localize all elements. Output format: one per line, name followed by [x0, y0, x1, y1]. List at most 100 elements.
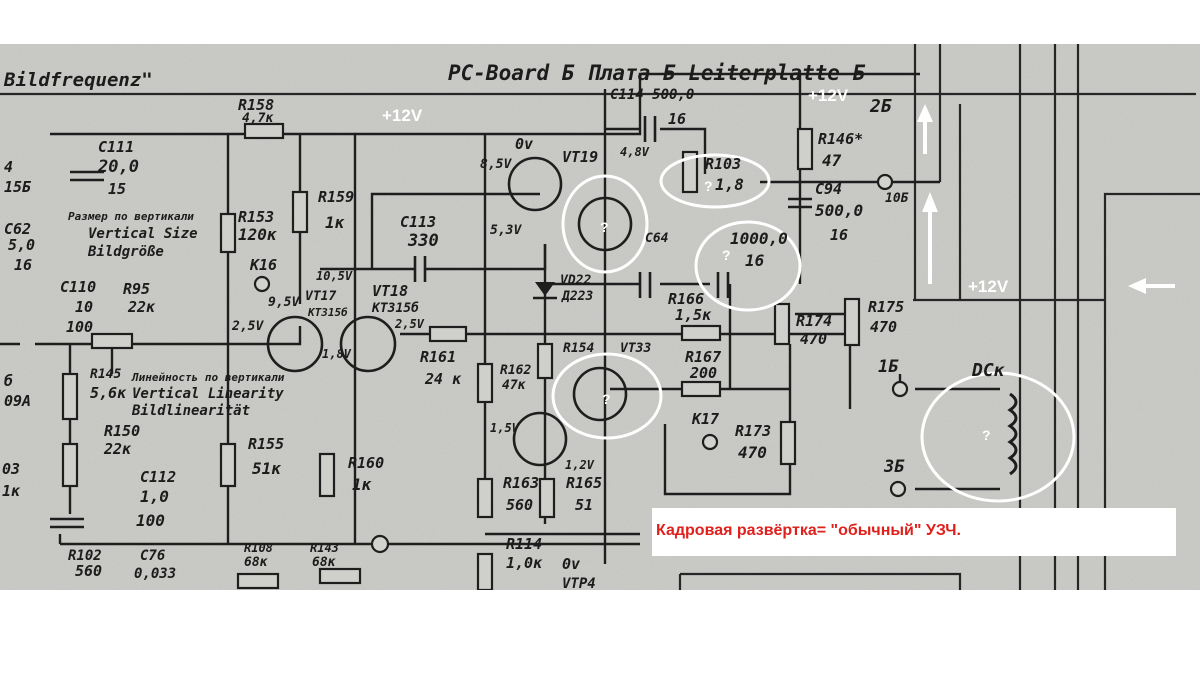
label-r165-value: 51: [575, 496, 593, 514]
label-r159-value: 1к: [325, 213, 346, 232]
resistors: [61, 122, 861, 590]
label-left-03: 03: [2, 460, 20, 478]
supply-label-3: +12V: [968, 277, 1009, 296]
label-kt-a: КТ315б: [307, 306, 348, 319]
label-r154: R154: [563, 341, 594, 356]
label-d223: Д223: [561, 289, 593, 304]
label-c76: C76: [140, 548, 165, 564]
label-size-de: Bildgröße: [87, 244, 164, 260]
header-right: PC-Board Б Плата Б Leiterplatte Б: [448, 61, 866, 85]
header-left: Bildfrequenz": [3, 69, 153, 91]
question-mark-4: ?: [602, 391, 611, 407]
label-k16: К16: [249, 256, 277, 274]
label-r103: R103: [705, 155, 741, 173]
label-r161: R161: [420, 348, 456, 366]
label-r146-value: 47: [822, 151, 842, 170]
label-r174: R174: [796, 312, 832, 330]
label-pin-1b: 1Б: [878, 357, 899, 377]
label-c112: C112: [140, 468, 176, 486]
label-r166: R166: [668, 290, 704, 308]
label-r114: R114: [506, 535, 542, 553]
label-r146: R146*: [818, 130, 863, 148]
label-r175-value: 470: [870, 318, 897, 336]
transistor-vt33: [572, 366, 628, 422]
transistor-vt19: [507, 156, 563, 212]
transistor-vt17: [266, 315, 324, 373]
label-r167-value: 200: [689, 364, 717, 382]
label-c62-voltage: 16: [14, 256, 32, 274]
question-mark-1: ?: [600, 219, 609, 235]
label-c114: C114 500,0: [610, 87, 694, 103]
label-pin-2b: 2Б: [869, 96, 892, 117]
capacitors: [50, 116, 812, 529]
label-v0-lower: 0v: [562, 555, 581, 573]
label-r158: R158: [238, 96, 274, 114]
label-r163: R163: [503, 474, 539, 492]
label-v9-5: 9,5V: [268, 295, 300, 310]
label-v10-5: 10,5V: [316, 269, 353, 283]
label-r174-value: 470: [800, 330, 827, 348]
caption-text: Кадровая развёртка= "обычный" УЗЧ.: [656, 522, 961, 539]
label-r173-value: 470: [738, 443, 767, 462]
label-r155: R155: [248, 435, 284, 453]
label-pin-10b: 10Б: [885, 191, 909, 206]
label-r102: R102: [68, 548, 102, 564]
label-r145: R145: [90, 367, 121, 382]
transistor-vt18: [339, 315, 397, 373]
label-c62-value: 5,0: [8, 236, 35, 254]
label-c111: C111: [98, 138, 134, 156]
label-lin-de: Bildlinearität: [131, 403, 250, 419]
transistor-vt31: [577, 196, 633, 252]
label-c64: C64: [645, 231, 669, 246]
label-dck: DCк: [971, 360, 1006, 381]
label-v5-3: 5,3V: [490, 223, 522, 238]
label-r173: R173: [735, 422, 771, 440]
highlight-circles: [551, 153, 1076, 503]
label-v1-2: 1,2V: [565, 458, 595, 472]
label-r155-value: 51к: [252, 459, 282, 478]
test-points: [253, 173, 909, 554]
question-mark-2: ?: [704, 178, 713, 194]
label-r102-value: 560: [75, 562, 102, 580]
label-kt-b: КТ315б: [371, 301, 419, 316]
question-mark-3: ?: [722, 247, 731, 263]
label-c111-value: 20,0: [97, 157, 139, 177]
label-r108: R108: [244, 541, 273, 555]
label-c110-value: 10: [75, 298, 93, 316]
label-c113: C113: [400, 213, 436, 231]
label-r163-value: 560: [506, 496, 533, 514]
label-c76-value: 0,033: [134, 566, 176, 582]
label-v1-8: 1,8V: [322, 347, 352, 361]
label-vt17: VT17: [305, 289, 336, 304]
schematic-scan: Bildfrequenz" PC-Board Б Плата Б Leiterp…: [0, 44, 1200, 590]
label-r160: R160: [348, 454, 384, 472]
label-c110-voltage: 100: [66, 318, 93, 336]
label-r162: R162: [500, 363, 531, 378]
label-k17: К17: [691, 410, 719, 428]
label-v2-5b: 2,5V: [394, 317, 425, 331]
label-r162-value: 47к: [502, 378, 527, 393]
label-size-ru: Размер по вертикали: [68, 210, 194, 223]
label-v4-8: 4,8V: [620, 145, 650, 159]
label-left-4: 4: [4, 158, 13, 176]
label-r153: R153: [238, 208, 274, 226]
label-r166-value: 1,5к: [675, 306, 712, 324]
label-r150: R150: [104, 422, 140, 440]
label-v8-5: 8,5V: [480, 157, 512, 172]
label-r95-value: 22к: [127, 298, 156, 316]
label-left-1k: 1к: [2, 482, 21, 500]
label-lin-ru: Линейность по вертикали: [131, 371, 285, 384]
label-size-en: Vertical Size: [88, 226, 198, 242]
label-r158-value: 4,7к: [242, 111, 274, 126]
label-left-b: б: [4, 372, 13, 390]
label-r167: R167: [685, 348, 721, 366]
label-c94-voltage: 16: [830, 226, 848, 244]
label-r161-value: 24 к: [424, 370, 462, 388]
label-vt18: VT18: [372, 282, 408, 300]
label-c-big: 1000,0: [730, 229, 788, 248]
deflection-coil: [1007, 392, 1018, 476]
transistor-vt32: [512, 411, 568, 467]
label-r95: R95: [123, 280, 150, 298]
label-r153-value: 120к: [238, 225, 278, 244]
supply-label-1: +12V: [382, 106, 423, 125]
